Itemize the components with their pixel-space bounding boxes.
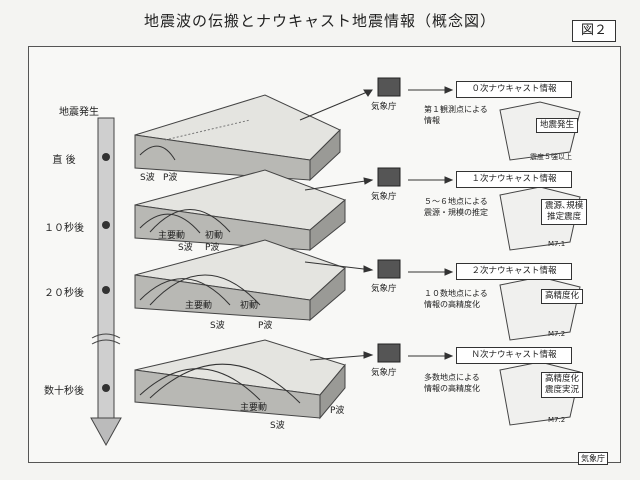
map-note: M7.2	[548, 416, 566, 424]
timeline-step-label: １０秒後	[44, 223, 84, 234]
agency-label: 気象庁	[371, 284, 397, 294]
map-note: M7.2	[548, 330, 566, 338]
timeline-arrow	[90, 117, 122, 447]
s-wave-label: S波	[140, 173, 155, 183]
timeline-step-label: ２０秒後	[44, 288, 84, 299]
agency-label: 気象庁	[371, 192, 397, 202]
figure-label: 図２	[572, 20, 616, 42]
initial-motion-label: 初動	[240, 301, 259, 311]
nowcast-box-0: ０次ナウキャスト情報	[456, 81, 572, 98]
agency-label: 気象庁	[371, 102, 397, 112]
page-title: 地震波の伝搬とナウキャスト地震情報（概念図）	[143, 12, 496, 30]
terrain-block-3	[134, 239, 346, 322]
terrain-block-2	[134, 169, 346, 252]
map-note: M7.1	[548, 240, 566, 248]
map-badge: 地震発生	[536, 118, 579, 133]
timeline-start-label: 地震発生	[59, 107, 99, 118]
main-motion-label: 主要動	[158, 231, 186, 241]
map-badge: 震源､規模 推定震度	[541, 199, 588, 225]
data-arrows	[299, 86, 454, 361]
map-note: 震度５強以上	[530, 153, 572, 161]
nowcast-box-1: １次ナウキャスト情報	[456, 171, 572, 188]
s-wave-label: S波	[270, 421, 285, 431]
map-badge: 高精度化 震度実況	[541, 372, 584, 398]
p-wave-label: P波	[330, 406, 345, 416]
main-motion-label: 主要動	[240, 403, 268, 413]
stage-description: 多数地点による 情報の高精度化	[424, 373, 480, 393]
terrain-block-4	[134, 339, 346, 420]
map-badge: 高精度化	[541, 289, 584, 304]
stage-description: 第１観測点による 情報	[424, 105, 488, 125]
s-wave-label: S波	[210, 321, 225, 331]
initial-motion-label: 初動	[205, 231, 224, 241]
stage-description: ５～６地点による 震源・規模の推定	[424, 197, 488, 217]
terrain-block-1	[134, 94, 341, 182]
s-wave-label: S波	[178, 243, 193, 253]
p-wave-label: P波	[258, 321, 273, 331]
building-icon	[377, 77, 401, 363]
nowcast-box-n: Ｎ次ナウキャスト情報	[456, 347, 572, 364]
p-wave-label: P波	[163, 173, 178, 183]
credit-label: 気象庁	[578, 452, 608, 465]
main-motion-label: 主要動	[185, 301, 213, 311]
stage-description: １０数地点による 情報の高精度化	[424, 289, 488, 309]
agency-label: 気象庁	[371, 368, 397, 378]
timeline-step-label: 数十秒後	[44, 386, 84, 397]
p-wave-label: P波	[205, 243, 220, 253]
timeline-step-label: 直 後	[52, 155, 76, 166]
nowcast-box-2: ２次ナウキャスト情報	[456, 263, 572, 280]
